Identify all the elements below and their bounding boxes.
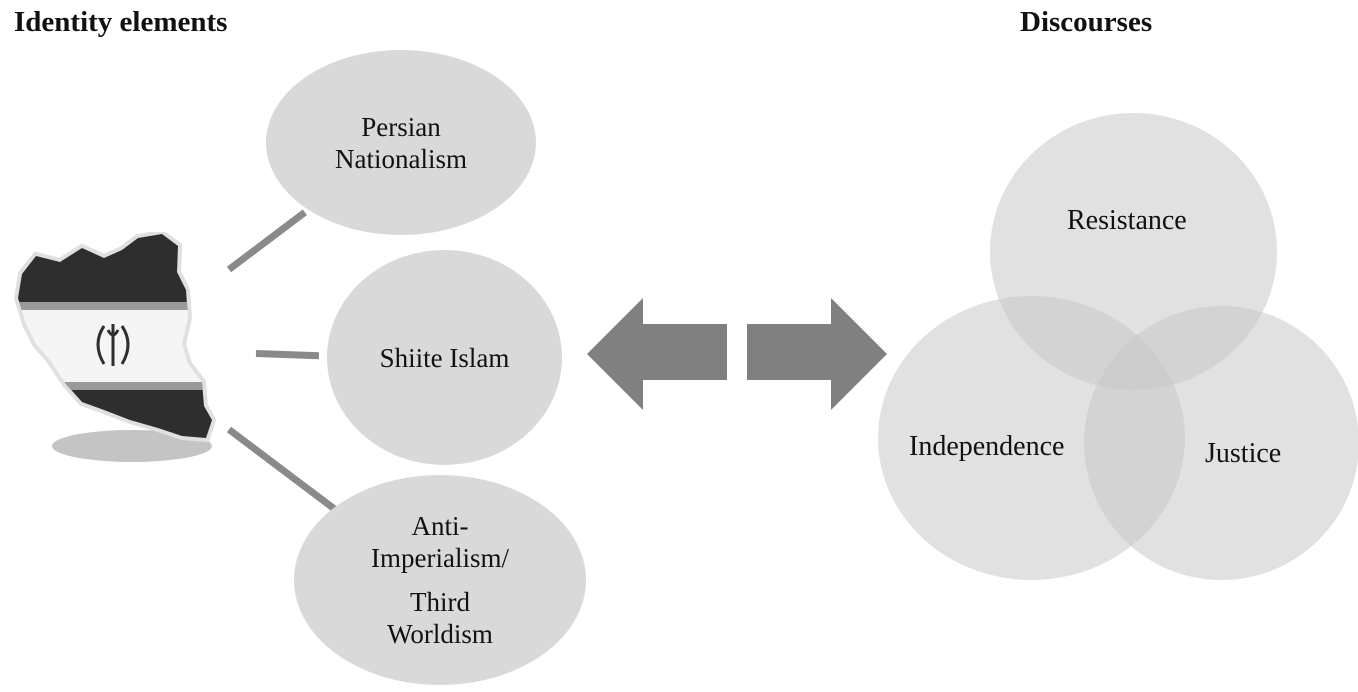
right-arrow-shape xyxy=(747,298,887,410)
discourses-heading: Discourses xyxy=(1020,6,1153,38)
iran-flag-map-icon xyxy=(13,232,217,462)
shiite-islam-ellipse: Shiite Islam xyxy=(327,250,562,465)
persian-nationalism-line-1: Persian xyxy=(361,111,441,142)
connector-line-shiite xyxy=(255,350,320,360)
double-headed-arrow-icon xyxy=(587,298,887,410)
shiite-islam-label: Shiite Islam xyxy=(379,342,510,373)
third-worldism-line-2: Worldism xyxy=(387,619,493,649)
anti-imperialism-line-2: Imperialism/ xyxy=(371,543,509,573)
connector-line-persian xyxy=(226,209,307,273)
persian-nationalism-ellipse: Persian Nationalism xyxy=(266,50,536,235)
anti-imperialism-line-1: Anti- xyxy=(411,511,469,541)
justice-label: Justice xyxy=(1205,438,1282,469)
third-worldism-line-1: Third xyxy=(410,587,470,617)
left-arrow-shape xyxy=(587,298,727,410)
persian-nationalism-line-2: Nationalism xyxy=(335,143,467,174)
justice-circle xyxy=(1084,306,1358,580)
connector-line-anti-imperialism xyxy=(226,426,337,512)
identity-elements-heading: Identity elements xyxy=(14,6,228,38)
resistance-label: Resistance xyxy=(1067,205,1187,236)
anti-imperialism-ellipse: Anti- Imperialism/ Third Worldism xyxy=(294,475,586,685)
independence-label: Independence xyxy=(909,431,1065,462)
